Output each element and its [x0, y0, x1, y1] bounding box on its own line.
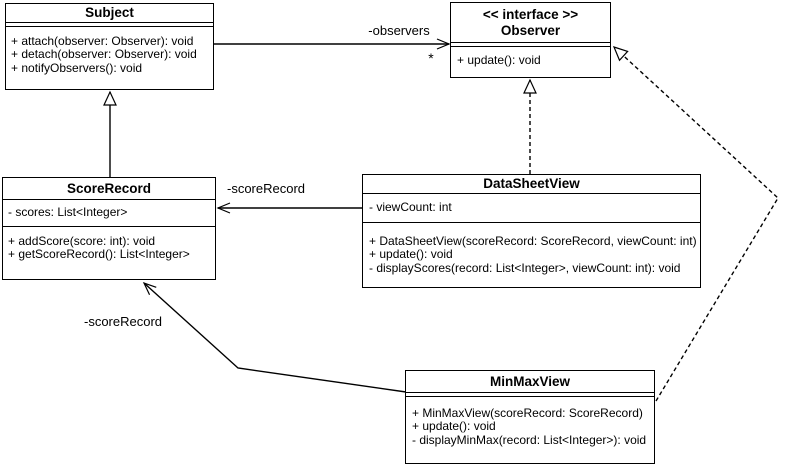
method-add-score: + addScore(score: int): void [8, 234, 156, 248]
class-datasheetview: DataSheetView - viewCount: int + DataShe… [362, 174, 701, 288]
method-display-scores: - displayScores(record: List<Integer>, v… [369, 260, 681, 275]
method-constructor: + MinMaxView(scoreRecord: ScoreRecord) [412, 406, 643, 420]
class-minmaxview-title: MinMaxView [406, 371, 654, 393]
class-minmaxview-empty-attributes [406, 393, 654, 397]
class-datasheetview-attributes: - viewCount: int [363, 194, 700, 223]
edge-label-scorerecord-datasheetview: -scoreRecord [226, 181, 306, 196]
class-observer: << interface >> Observer + update(): voi… [450, 2, 611, 78]
class-observer-empty-attributes [451, 43, 610, 47]
attribute-view-count: - viewCount: int [369, 200, 452, 215]
edge-label-observers: -observers [368, 23, 430, 38]
class-scorerecord-methods: + addScore(score: int): void + getScoreR… [3, 227, 215, 270]
method-update: + update(): void [457, 53, 541, 67]
association-minmaxview-to-scorerecord [142, 281, 407, 393]
class-datasheetview-title: DataSheetView [363, 175, 700, 195]
class-observer-title: << interface >> Observer [451, 3, 610, 43]
class-minmaxview: MinMaxView + MinMaxView(scoreRecord: Sco… [405, 370, 655, 464]
class-subject-methods: + attach(observer: Observer): void + det… [6, 27, 213, 83]
edge-multiplicity-star: * [428, 50, 434, 66]
method-constructor: + DataSheetView(scoreRecord: ScoreRecord… [369, 233, 697, 248]
method-update: + update(): void [412, 419, 496, 434]
class-subject-empty-attributes [6, 23, 213, 27]
realization-minmaxview-to-observer [612, 46, 779, 402]
interface-stereotype: << interface >> [482, 6, 579, 22]
edge-label-scorerecord-minmaxview: -scoreRecord [83, 314, 163, 329]
class-observer-methods: + update(): void [451, 47, 610, 74]
class-subject-title: Subject [6, 4, 213, 23]
class-datasheetview-methods: + DataSheetView(scoreRecord: ScoreRecord… [363, 223, 700, 287]
class-scorerecord-attributes: - scores: List<Integer> [3, 200, 215, 227]
method-attach: + attach(observer: Observer): void [11, 34, 194, 48]
method-detach: + detach(observer: Observer): void [11, 47, 197, 62]
method-display-min-max: - displayMinMax(record: List<Integer>): … [412, 432, 647, 447]
method-notify-observers: + notifyObservers(): void [11, 60, 143, 75]
class-subject: Subject + attach(observer: Observer): vo… [5, 3, 214, 90]
method-get-score-record: + getScoreRecord(): List<Integer> [8, 247, 190, 262]
method-update: + update(): void [369, 247, 453, 262]
class-scorerecord-title: ScoreRecord [3, 178, 215, 200]
attribute-scores: - scores: List<Integer> [8, 205, 128, 219]
class-observer-name: Observer [500, 22, 561, 38]
class-minmaxview-methods: + MinMaxView(scoreRecord: ScoreRecord) +… [406, 397, 654, 457]
class-scorerecord: ScoreRecord - scores: List<Integer> + ad… [2, 177, 216, 280]
